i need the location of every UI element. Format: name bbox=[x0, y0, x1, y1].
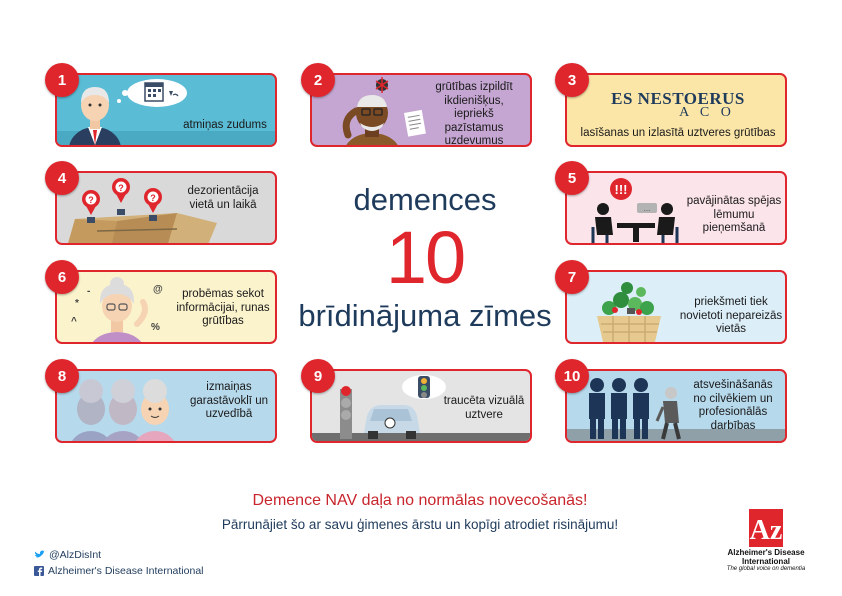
card-8-text: izmaiņas garastāvoklī un uzvedībā bbox=[190, 381, 268, 420]
card-7-number: 7 bbox=[555, 260, 589, 294]
svg-text:*: * bbox=[75, 298, 79, 309]
card-7-text: priekšmeti tiek novietoti nepareizās vie… bbox=[679, 296, 783, 335]
card-4-number: 4 bbox=[45, 161, 79, 195]
card-2-text: grūtības izpildīt ikdienišķus, iepriekš … bbox=[435, 81, 513, 147]
card-3-scrambled-word: ES NESTOERUS bbox=[611, 89, 745, 108]
card-5: !!! ... pavājinātas spējas lēmumu pieņem… bbox=[565, 171, 787, 245]
card-2: grūtības izpildīt ikdienišķus, iepriekš … bbox=[310, 73, 532, 147]
basket-with-misplaced-items-icon bbox=[597, 282, 661, 342]
svg-text:?: ? bbox=[88, 195, 94, 205]
card-9-text: traucēta vizuālā uztvere bbox=[443, 395, 525, 421]
card-6-number: 6 bbox=[45, 260, 79, 294]
card-3-text: lasīšanas un izlasītā uztveres grūtības bbox=[580, 127, 776, 139]
card-2-number: 2 bbox=[301, 63, 335, 97]
title-warning-signs: brīdinājuma zīmes bbox=[298, 298, 552, 333]
card-5-text: pavājinātas spējas lēmumu pieņemšanā bbox=[686, 195, 782, 234]
svg-text:?: ? bbox=[150, 193, 156, 203]
title-number: 10 bbox=[385, 216, 466, 299]
card-1-number: 1 bbox=[45, 63, 79, 97]
svg-text:!!!: !!! bbox=[615, 182, 628, 197]
footer-subline: Pārrunājiet šo ar savu ģimenes ārstu un … bbox=[221, 517, 619, 532]
footer-headline: Demence NAV daļa no normālas novecošanās… bbox=[252, 492, 588, 509]
title-demences: demences bbox=[353, 182, 497, 217]
card-9: traucēta vizuālā uztvere bbox=[310, 369, 532, 443]
two-people-negotiating-icon: !!! ... bbox=[591, 178, 679, 243]
three-women-mood-change-icon bbox=[71, 379, 175, 441]
svg-text:@: @ bbox=[153, 284, 163, 295]
traffic-light-and-car-icon bbox=[312, 375, 530, 441]
card-5-number: 5 bbox=[555, 161, 589, 195]
card-3-number: 3 bbox=[555, 63, 589, 97]
svg-text:?: ? bbox=[118, 183, 124, 193]
twitter-link[interactable]: @AlzDisInt bbox=[34, 549, 101, 561]
card-4-text: dezorientācija vietā un laikā bbox=[187, 185, 259, 211]
svg-text:%: % bbox=[151, 322, 160, 333]
elderly-man-thinking-calendar-icon bbox=[57, 79, 275, 145]
card-9-number: 9 bbox=[301, 359, 335, 393]
card-8: izmaiņas garastāvoklī un uzvedībā bbox=[55, 369, 277, 443]
logo-organisation-name: Alzheimer's Disease International bbox=[727, 548, 805, 566]
facebook-link[interactable]: Alzheimer's Disease International bbox=[34, 565, 204, 577]
twitter-bird-icon bbox=[34, 550, 45, 558]
card-1-text: atmiņas zudums bbox=[183, 119, 267, 131]
card-4: ? ? ? dezorientācija vietā un laikā bbox=[55, 171, 277, 245]
facebook-page-name: Alzheimer's Disease International bbox=[48, 565, 204, 577]
card-10-text: atsvešināšanās no cilvēkiem un profesion… bbox=[693, 379, 773, 432]
logo-tagline: The global voice on dementia bbox=[726, 566, 806, 572]
twitter-handle: @AlzDisInt bbox=[49, 549, 102, 561]
facebook-icon bbox=[34, 566, 44, 576]
confused-elderly-woman-icon: ^ * @% - bbox=[71, 277, 163, 342]
card-7: priekšmeti tiek novietoti nepareizās vie… bbox=[565, 270, 787, 344]
svg-text:-: - bbox=[87, 286, 90, 297]
map-with-question-pins-icon: ? ? ? bbox=[68, 178, 217, 243]
person-walking-away-from-group-icon bbox=[567, 378, 785, 441]
card-6: ^ * @% - probēmas sekot informācijai, runas… bbox=[55, 270, 277, 344]
svg-text:^: ^ bbox=[71, 316, 77, 327]
svg-text:...: ... bbox=[644, 204, 651, 213]
card-3: ES NESTOERUS A C O lasīšanas un izlasītā… bbox=[565, 73, 787, 147]
card-10-number: 10 bbox=[555, 359, 589, 393]
card-3-dropped-letters: A C O bbox=[679, 105, 735, 120]
logo-mark: Az bbox=[750, 515, 783, 546]
card-1: atmiņas zudums bbox=[55, 73, 277, 147]
adi-logo-icon: Az bbox=[749, 509, 783, 547]
card-10: atsvešināšanās no cilvēkiem un profesion… bbox=[565, 369, 787, 443]
card-6-text: probēmas sekot informācijai, runas grūtī… bbox=[176, 288, 270, 327]
card-8-number: 8 bbox=[45, 359, 79, 393]
confused-man-with-papers-icon bbox=[342, 77, 426, 145]
